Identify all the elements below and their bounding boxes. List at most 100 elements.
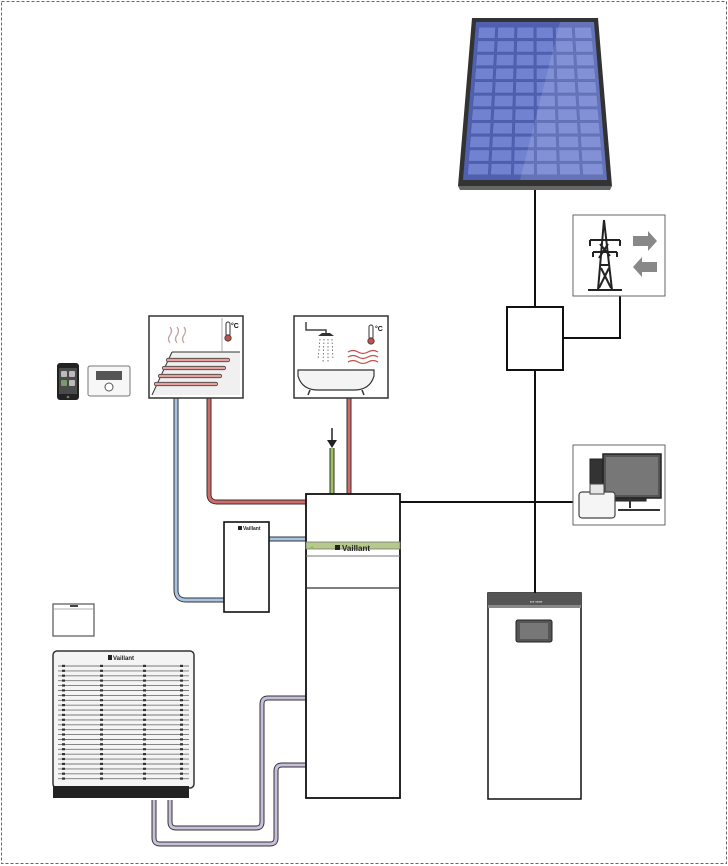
grille-clip	[180, 713, 183, 716]
floor-hot-supply-pipe	[207, 398, 306, 504]
solar-cell	[578, 108, 600, 121]
grille-clip	[143, 684, 146, 687]
grille-clip	[100, 669, 103, 672]
grille-clip	[62, 704, 65, 707]
grille-clip	[62, 753, 65, 756]
solar-cell	[469, 136, 491, 148]
cold-water-arrow-icon	[327, 428, 337, 448]
solar-cell	[514, 95, 535, 107]
pipes	[151, 398, 352, 847]
grille-clip	[100, 694, 103, 697]
tank-brand-label: Vaillant	[243, 526, 261, 532]
grille-clip	[143, 674, 146, 677]
battery-storage-unit: ▪▪▪ ▪▪▪▪▪	[487, 592, 582, 800]
fan-grille	[58, 664, 189, 780]
solar-cell	[476, 40, 496, 53]
grille-clip	[100, 664, 103, 667]
grille-clip	[180, 669, 183, 672]
tower-brand-label: Vaillant	[342, 544, 370, 553]
grille-clip	[100, 713, 103, 716]
grille-clip	[143, 694, 146, 697]
grille-clip	[180, 674, 183, 677]
solar-cell	[536, 40, 554, 53]
solar-cell	[495, 54, 515, 66]
grille-clip	[180, 748, 183, 751]
refrigerant-pipe-2	[152, 763, 306, 846]
grille-clip	[100, 679, 103, 682]
grille-clip	[143, 743, 146, 746]
thermostat-icon	[87, 365, 131, 397]
solar-cell	[555, 40, 574, 53]
grille-clip	[143, 772, 146, 775]
grille-clip	[180, 699, 183, 702]
grille-clip	[100, 733, 103, 736]
grille-clip	[143, 777, 146, 780]
solar-cell	[513, 149, 535, 162]
grille-clip	[100, 738, 103, 741]
grille-clip	[143, 718, 146, 721]
grille-clip	[180, 728, 183, 731]
solar-cell	[558, 136, 580, 148]
grille-clip	[180, 708, 183, 712]
grille-clip	[180, 704, 183, 707]
grille-clip	[100, 772, 103, 775]
grille-clip	[180, 772, 183, 775]
grille-clip	[100, 723, 103, 726]
solar-cell	[475, 54, 495, 66]
floor-temp-unit: °C	[231, 322, 239, 330]
solar-panel-icon	[458, 18, 612, 190]
solar-cell	[467, 163, 490, 176]
floor-heating-icon: °C	[148, 315, 244, 399]
grille-clip	[180, 743, 183, 746]
grille-clip	[62, 733, 65, 736]
solar-cell	[493, 108, 514, 121]
solar-cell	[556, 67, 576, 80]
grille-clip	[62, 669, 65, 672]
solar-cell	[536, 108, 556, 121]
solar-cell	[471, 108, 492, 121]
grille-clip	[62, 699, 65, 702]
grille-clip	[62, 679, 65, 682]
solar-cell	[473, 81, 494, 94]
grille-clip	[143, 738, 146, 741]
solar-cell	[493, 95, 514, 107]
solar-cell	[536, 149, 558, 162]
solar-cell	[556, 81, 577, 94]
solar-cell	[515, 54, 535, 66]
grille-clip	[62, 718, 65, 721]
cold-return-pipe	[174, 398, 224, 602]
solar-cell	[516, 40, 535, 53]
grille-clip	[180, 757, 183, 761]
solar-cell	[497, 26, 515, 39]
solar-cell	[557, 95, 577, 107]
grille-clip	[100, 728, 103, 731]
solar-cell	[515, 67, 535, 80]
buffer-tank: Vaillant	[223, 521, 270, 613]
grille-clip	[143, 713, 146, 716]
solar-cell	[555, 26, 574, 39]
grille-clip	[180, 733, 183, 736]
grille-clip	[143, 753, 146, 756]
solar-cell	[536, 67, 555, 80]
thermometer-icon	[367, 324, 375, 345]
solar-cell	[515, 81, 535, 94]
solar-cell	[490, 163, 512, 176]
grille-clip	[62, 664, 65, 667]
solar-cell	[574, 40, 594, 53]
solar-cell	[496, 40, 515, 53]
solar-cell	[494, 81, 514, 94]
grille-clip	[180, 762, 183, 765]
solar-cell	[491, 136, 513, 148]
solar-cell	[536, 54, 555, 66]
solar-cell	[576, 67, 596, 80]
outdoor-brand-label: Vaillant	[113, 656, 134, 662]
grille-clip	[100, 767, 103, 770]
grille-clip	[180, 664, 183, 667]
grille-clip	[180, 753, 183, 756]
grille-clip	[180, 694, 183, 697]
grille-clip	[180, 679, 183, 682]
solar-cell	[581, 149, 603, 162]
grille-clip	[180, 689, 183, 692]
solar-cell	[535, 26, 554, 39]
